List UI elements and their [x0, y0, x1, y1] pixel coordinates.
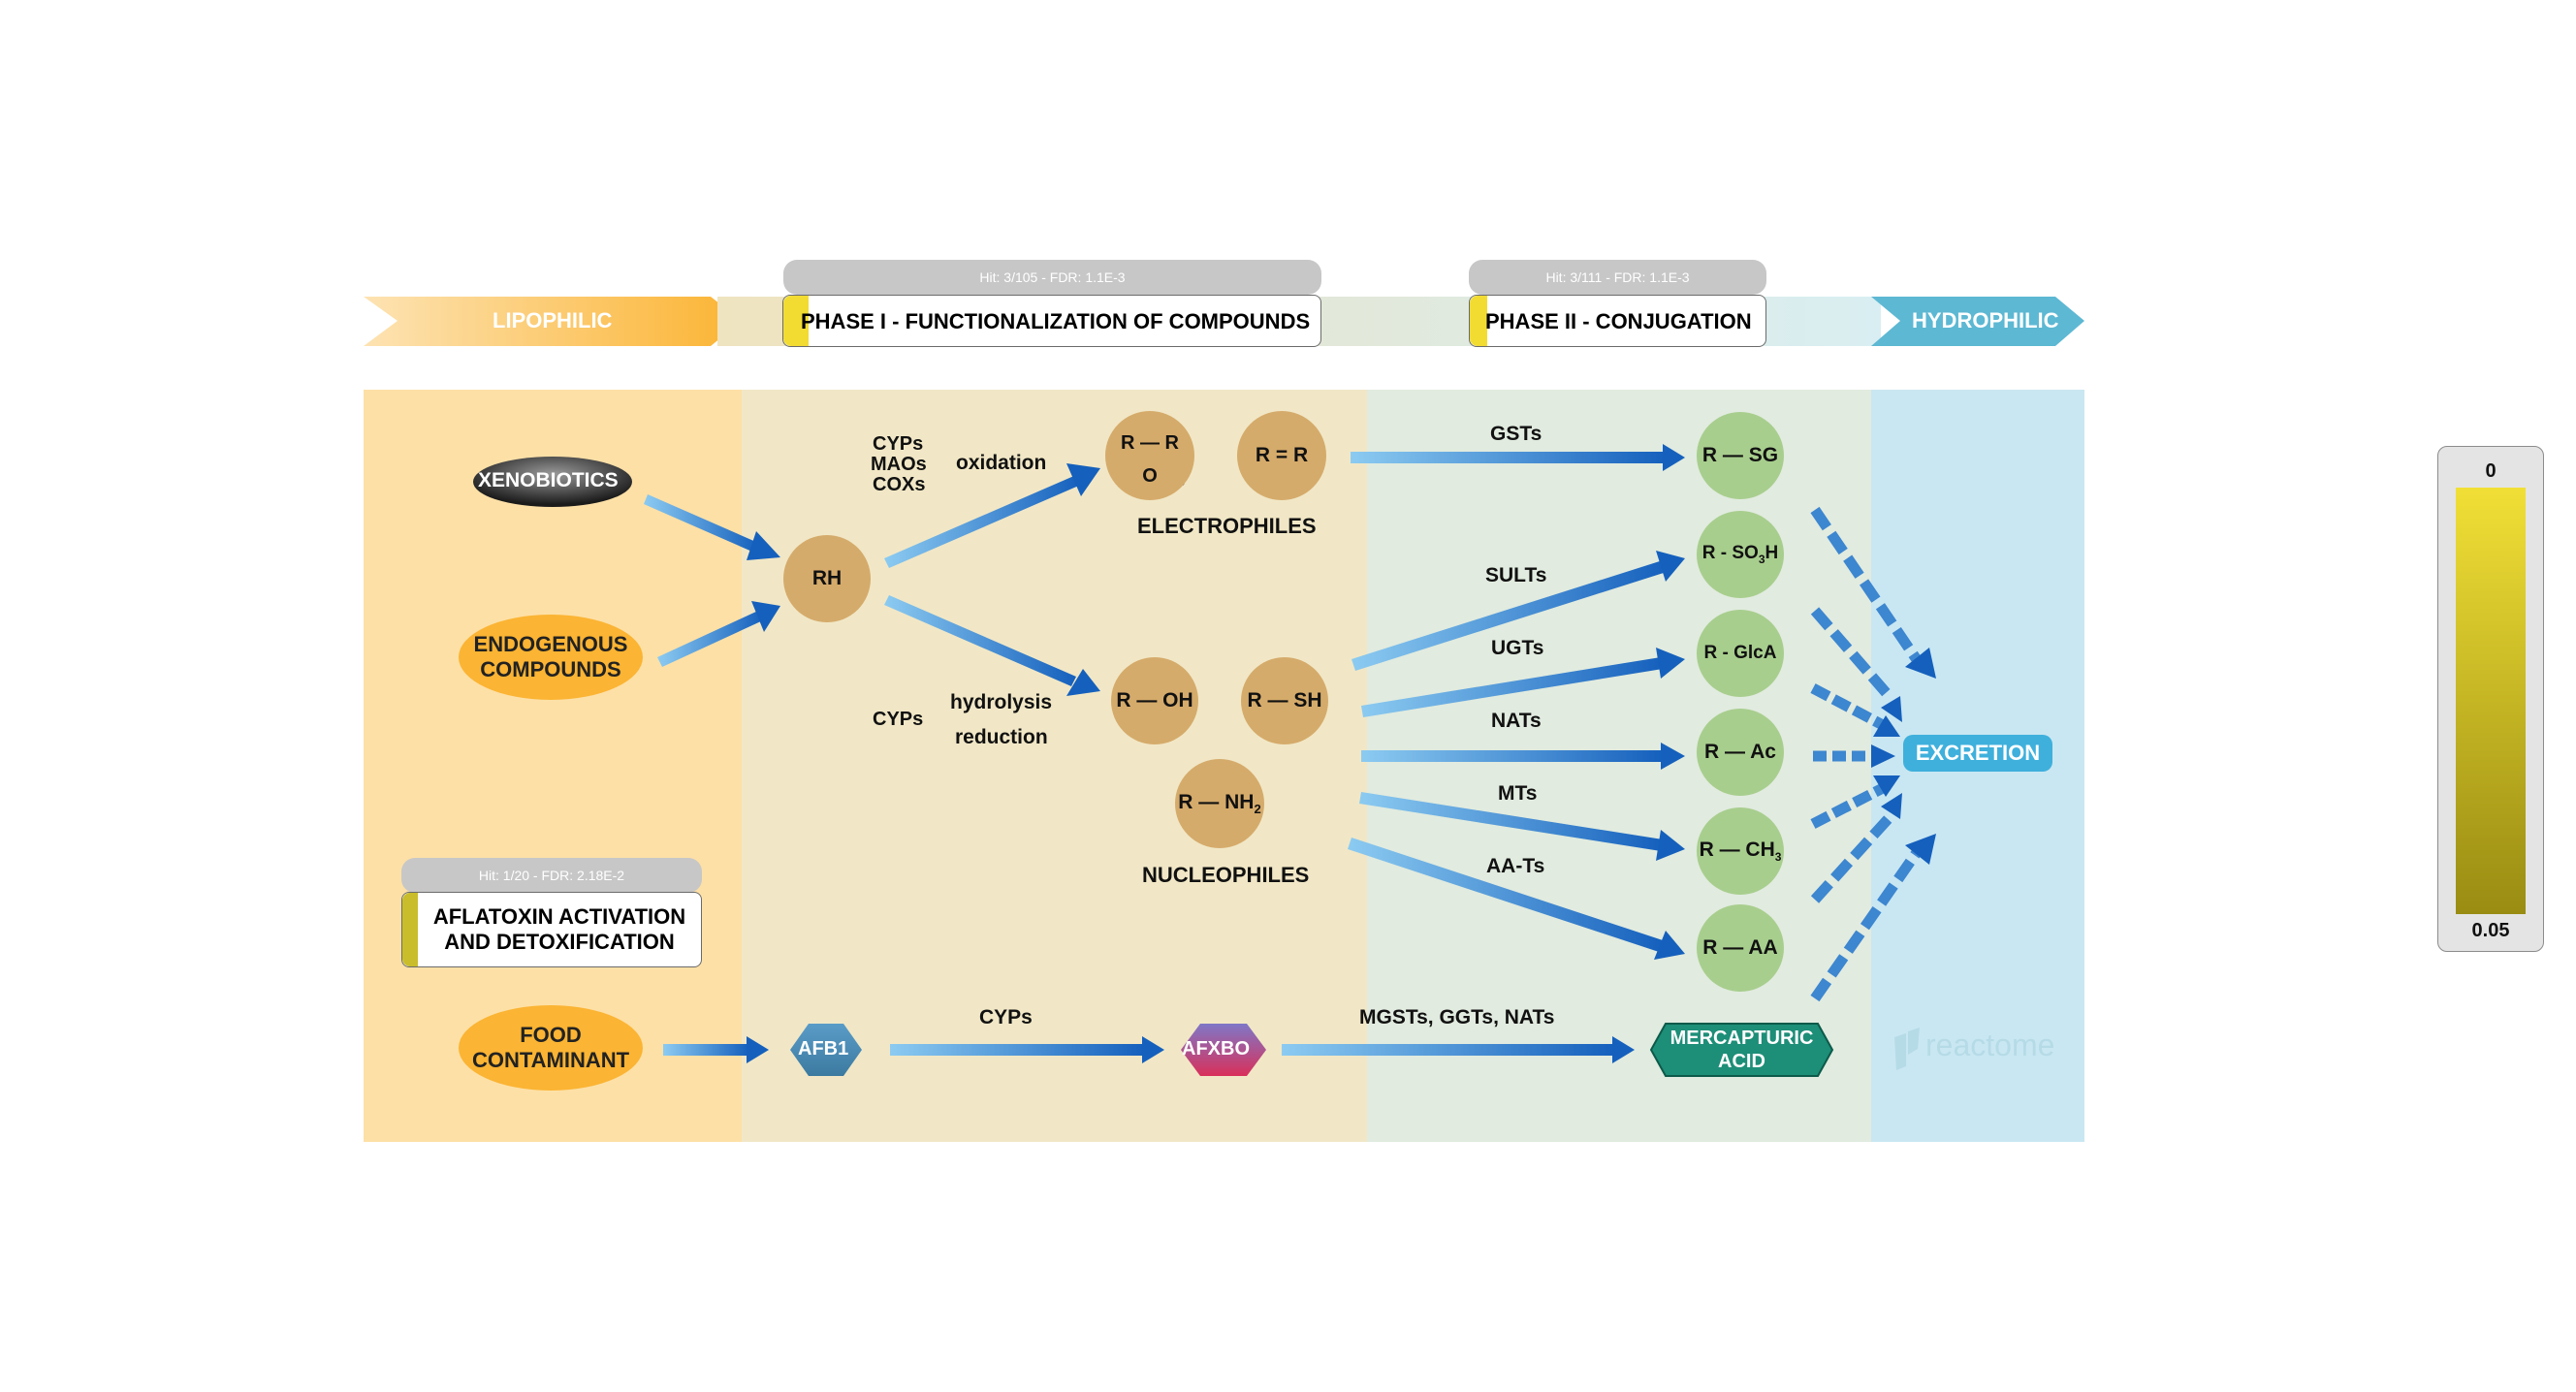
enzyme-aa-ts: AA-Ts — [1486, 855, 1545, 877]
food-line2: CONTAMINANT — [471, 1048, 630, 1072]
enzyme-gsts: GSTs — [1490, 423, 1542, 445]
afxbo-hexagon — [1181, 1024, 1266, 1076]
product-so3h-subscript: 3 — [1758, 552, 1765, 566]
rh-node[interactable]: RH — [783, 535, 871, 622]
excretion-node[interactable]: EXCRETION — [1903, 735, 2052, 772]
phase1-hit-bar: Hit: 3/105 - FDR: 1.1E-3 — [783, 260, 1321, 295]
phase2-zone — [1367, 390, 1871, 1142]
arrow-xeno-rh — [644, 494, 758, 553]
reduction-label: reduction — [955, 726, 1048, 748]
amine-node[interactable]: R — NH2 — [1175, 759, 1264, 848]
product-ch3[interactable]: R — CH3 — [1697, 807, 1784, 895]
afb1-hexagon — [790, 1024, 862, 1076]
phase2-title: PHASE II - CONJUGATION — [1485, 309, 1752, 333]
afb1-cyps-label: CYPs — [979, 1006, 1033, 1028]
product-so3h-label: R - SO — [1701, 543, 1759, 564]
enzyme-sults: SULTs — [1485, 564, 1547, 586]
product-glca-label: R - GlcA — [1703, 643, 1777, 663]
nucleophiles-label: NUCLEOPHILES — [1142, 863, 1310, 887]
mercapturic-acid-shape — [1649, 1023, 1834, 1077]
aflatoxin-hit-bar: Hit: 1/20 - FDR: 2.18E-2 — [401, 858, 702, 893]
enzyme-ugts: UGTs — [1491, 637, 1544, 659]
excretion-arrows — [1810, 506, 1924, 1002]
hydrophilic-label: HYDROPHILIC — [1912, 308, 2059, 332]
phase2-hit-text: Hit: 3/111 - FDR: 1.1E-3 — [1545, 269, 1690, 285]
product-sg-label: R — SG — [1701, 444, 1779, 466]
phase2-marker — [1470, 296, 1487, 346]
aflatoxin-title-line1: AFLATOXIN ACTIVATION — [432, 904, 686, 929]
product-glca[interactable]: R - GlcA — [1697, 610, 1784, 697]
phase2-hit-bar: Hit: 3/111 - FDR: 1.1E-3 — [1469, 260, 1766, 295]
hydrolysis-enzyme-cyps: CYPs — [873, 709, 924, 730]
product-ac[interactable]: R — Ac — [1697, 709, 1784, 796]
aflatoxin-marker — [402, 893, 418, 966]
phase1-box[interactable]: PHASE I - FUNCTIONALIZATION OF COMPOUNDS — [782, 295, 1321, 347]
afb1-label[interactable]: AFB1 — [798, 1038, 849, 1060]
product-so3h[interactable]: R - SO3H — [1697, 511, 1784, 598]
enzyme-mts: MTs — [1498, 782, 1538, 805]
product-aa[interactable]: R — AA — [1697, 904, 1784, 992]
oxidation-enzyme-maos: MAOs — [871, 454, 927, 475]
thiol-node[interactable]: R — SH — [1241, 657, 1328, 744]
product-aa-label: R — AA — [1702, 936, 1778, 959]
epoxide-o-label: O — [1142, 465, 1158, 487]
endogenous-line1: ENDOGENOUS — [473, 632, 628, 656]
aflatoxin-title-line2: AND DETOXIFICATION — [444, 930, 675, 954]
alkene-label: R = R — [1255, 444, 1309, 466]
amine-subscript: 2 — [1254, 802, 1261, 817]
xenobiotics-oval — [473, 457, 632, 507]
afxbo-label[interactable]: AFXBO — [1182, 1038, 1250, 1060]
oxidation-enzyme-cyps: CYPs — [873, 433, 924, 455]
product-ch3-label: R — CH — [1699, 838, 1775, 861]
legend-bottom-value: 0.05 — [2471, 920, 2510, 941]
food-line1: FOOD — [520, 1023, 582, 1047]
mercapturic-acid-label[interactable]: MERCAPTURIC ACID — [1651, 1024, 1832, 1076]
epoxide-top-label: R — R — [1121, 432, 1179, 454]
lipophilic-band — [364, 297, 742, 346]
lipophilic-label: LIPOPHILIC — [493, 308, 613, 332]
mercapturic-line1: MERCAPTURIC — [1670, 1028, 1814, 1049]
phase2-box[interactable]: PHASE II - CONJUGATION — [1469, 295, 1766, 347]
electrophiles-label: ELECTROPHILES — [1137, 514, 1317, 538]
amine-label: R — NH — [1178, 790, 1255, 813]
food-contaminant-node[interactable]: FOOD CONTAMINANT — [459, 1005, 643, 1091]
product-sg[interactable]: R — SG — [1697, 412, 1784, 499]
hydroxyl-label: R — OH — [1116, 689, 1193, 712]
xenobiotics-label[interactable]: XENOBIOTICS — [478, 469, 619, 491]
phase1-title: PHASE I - FUNCTIONALIZATION OF COMPOUNDS — [801, 309, 1311, 333]
rh-label: RH — [811, 567, 843, 589]
hydrolysis-label: hydrolysis — [950, 691, 1053, 713]
product-ch3-subscript: 3 — [1774, 850, 1782, 865]
phase1-hit-text: Hit: 3/105 - FDR: 1.1E-3 — [979, 269, 1126, 285]
epoxide-node[interactable]: R — R O — [1105, 411, 1194, 500]
reactome-logo-icon — [1894, 1028, 1920, 1070]
phase1-marker — [783, 296, 809, 346]
legend-top-value: 0 — [2485, 460, 2496, 482]
oxidation-enzyme-coxs: COXs — [873, 474, 926, 495]
product-ac-label: R — Ac — [1704, 741, 1776, 763]
fdr-legend: 0 0.05 — [2437, 446, 2544, 952]
thiol-label: R — SH — [1247, 689, 1322, 712]
oxidation-label: oxidation — [956, 452, 1047, 474]
enzyme-nats: NATs — [1491, 710, 1542, 732]
excretion-arrowheads — [1871, 648, 1936, 865]
endogenous-line2: COMPOUNDS — [480, 657, 621, 681]
aflatoxin-hit-text: Hit: 1/20 - FDR: 2.18E-2 — [478, 868, 625, 883]
arrows — [644, 444, 1685, 1063]
phase1-zone — [742, 390, 1367, 1142]
excretion-label: EXCRETION — [1915, 741, 2041, 765]
legend-gradient — [2456, 488, 2526, 914]
hydrophilic-band — [1871, 297, 2084, 346]
mercapturic-line2: ACID — [1718, 1051, 1765, 1072]
product-so3h-tail: H — [1765, 543, 1779, 564]
aflatoxin-box[interactable]: AFLATOXIN ACTIVATION AND DETOXIFICATION — [401, 892, 702, 967]
mercapturic-enzymes-label: MGSTs, GGTs, NATs — [1359, 1006, 1555, 1028]
alkene-node[interactable]: R = R — [1237, 411, 1326, 500]
hydroxyl-node[interactable]: R — OH — [1111, 657, 1198, 744]
endogenous-compounds-node[interactable]: ENDOGENOUS COMPOUNDS — [459, 615, 643, 700]
reactome-wordmark: reactome — [1925, 1028, 2055, 1062]
